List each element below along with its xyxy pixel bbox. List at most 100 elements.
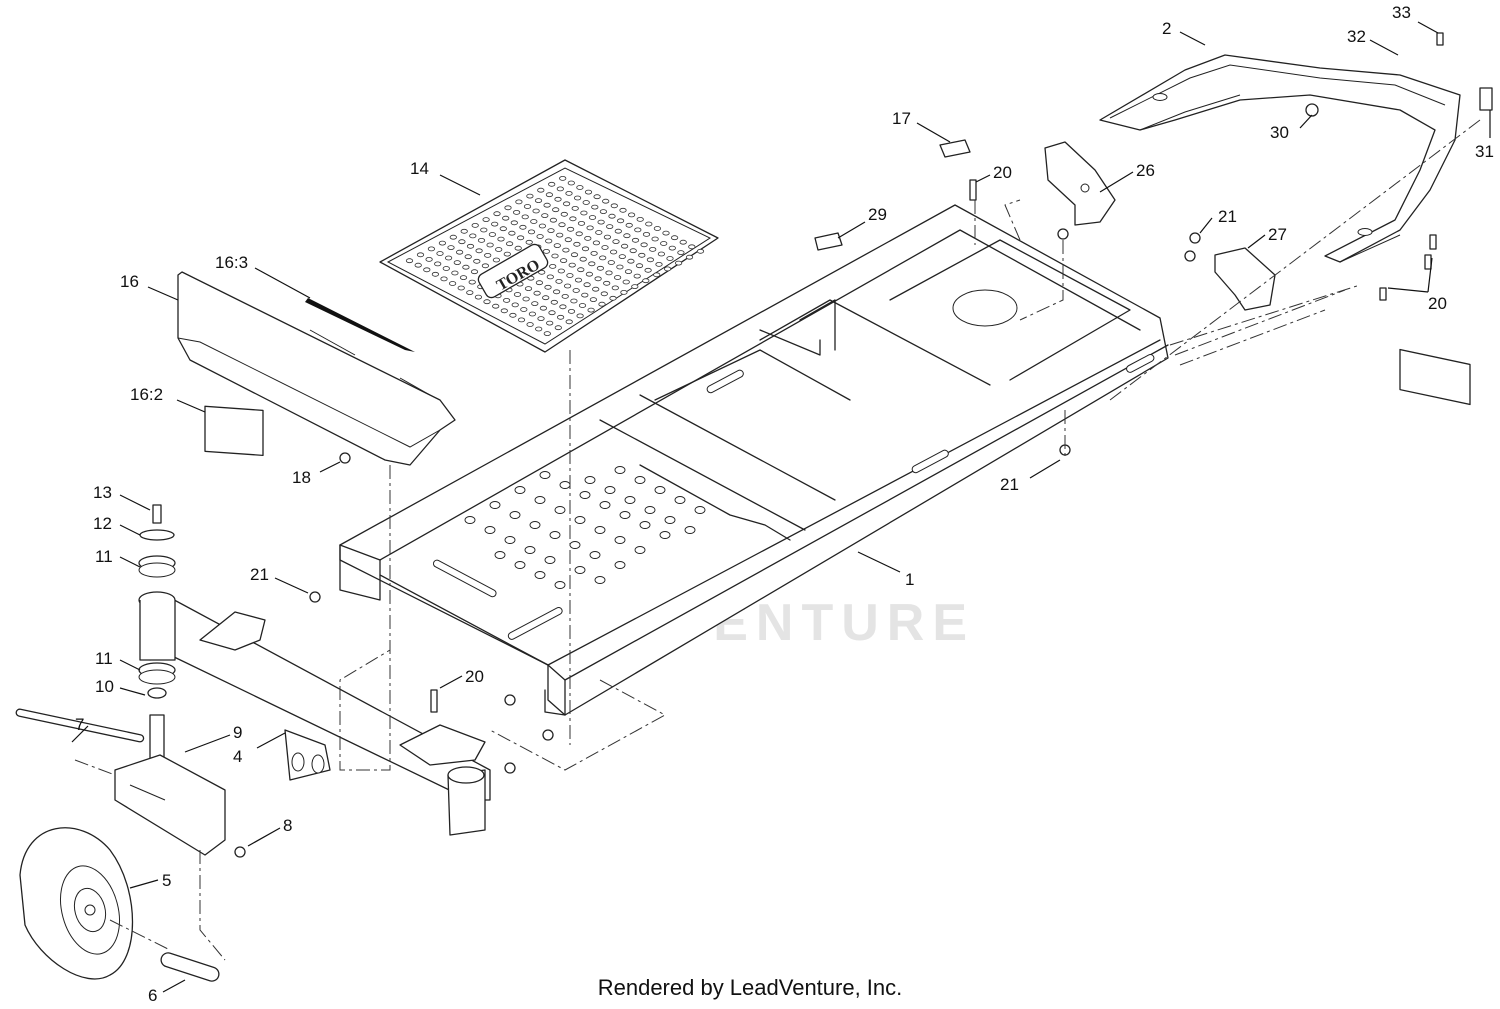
- mat-tread: [505, 241, 514, 247]
- callout-32: 32: [1347, 27, 1366, 46]
- mat-tread: [649, 246, 657, 252]
- mat-tread: [473, 258, 481, 264]
- mat-tread: [552, 289, 561, 295]
- mat-tread: [668, 245, 676, 251]
- mat-tread: [449, 234, 457, 240]
- callout-21-right: 21: [1000, 475, 1019, 494]
- mat-tread: [548, 181, 556, 187]
- callout-16-2: 16:2: [130, 385, 163, 404]
- mat-tread: [491, 221, 499, 227]
- callout-17: 17: [892, 109, 911, 128]
- mat-tread: [620, 243, 629, 249]
- mat-tread: [603, 234, 612, 240]
- mat-tread: [580, 210, 588, 216]
- mat-tread: [515, 199, 523, 205]
- mat-tread: [526, 322, 534, 327]
- mat-tread: [436, 251, 444, 256]
- callout-1: 1: [905, 570, 914, 589]
- mat-tread: [622, 279, 630, 285]
- mat-tread: [558, 222, 566, 228]
- mat-tread: [629, 248, 637, 254]
- mat-tread: [590, 250, 598, 256]
- mat-tread: [599, 255, 607, 261]
- mat-tread: [527, 229, 536, 235]
- mat-tread: [660, 241, 668, 246]
- mat-tread: [666, 256, 674, 261]
- mat-tread: [543, 331, 551, 337]
- mat-tread: [616, 264, 624, 270]
- caster-wheel: [15, 708, 220, 982]
- mat-tread: [524, 286, 533, 292]
- mat-tread: [588, 261, 596, 267]
- mat-tread: [578, 303, 587, 308]
- mat-tread: [557, 268, 565, 274]
- mat-tread: [542, 248, 551, 254]
- mat-tread: [517, 317, 526, 323]
- mat-tread: [625, 222, 633, 228]
- mat-tread: [523, 204, 532, 209]
- mat-tread: [613, 275, 622, 280]
- mat-tread: [634, 227, 642, 233]
- mat-tread: [607, 260, 615, 265]
- mat-tread: [508, 230, 516, 236]
- mat-tread: [593, 194, 601, 200]
- callout-13: 13: [93, 483, 112, 502]
- mat-tread: [551, 253, 559, 259]
- mat-tread: [642, 278, 650, 284]
- mat-tread: [646, 257, 655, 263]
- mat-tread: [511, 302, 519, 308]
- mat-tread: [502, 297, 511, 303]
- mat-tread: [642, 231, 651, 237]
- mat-tread: [582, 200, 590, 205]
- callout-18: 18: [292, 468, 311, 487]
- main-frame: [339, 204, 1169, 716]
- mat-tread: [559, 304, 567, 310]
- mat-tread: [573, 195, 582, 201]
- mat-tread: [594, 276, 602, 282]
- mat-tread: [588, 215, 597, 220]
- mat-tread: [525, 239, 533, 245]
- callout-20-rear: 20: [1428, 294, 1447, 313]
- mat-tread-pattern: [405, 175, 705, 337]
- mat-tread: [624, 269, 633, 275]
- mat-tread: [550, 299, 558, 305]
- mat-tread: [679, 239, 687, 245]
- mat-tread: [554, 325, 562, 331]
- mat-tread: [493, 211, 501, 217]
- mat-tread: [627, 212, 636, 218]
- callout-20-front: 20: [465, 667, 484, 686]
- mat-tread: [431, 271, 439, 277]
- callout-31: 31: [1475, 142, 1494, 161]
- mat-tread: [612, 239, 620, 245]
- mat-tread: [546, 274, 554, 280]
- front-axle: [138, 591, 491, 836]
- mat-tread: [597, 219, 605, 225]
- mat-tread: [633, 273, 641, 279]
- mat-tread: [567, 308, 576, 314]
- mat-tread: [651, 236, 659, 242]
- mat-tread: [609, 295, 617, 301]
- mat-tread: [530, 219, 538, 224]
- mat-tread: [581, 246, 590, 252]
- mat-tread: [499, 226, 507, 232]
- callout-20-top: 20: [993, 163, 1012, 182]
- mat-tread: [537, 187, 545, 193]
- mat-tread: [620, 289, 628, 295]
- mat-tread: [584, 235, 592, 241]
- hardware: [234, 32, 1444, 858]
- mat-tread: [587, 307, 595, 313]
- mat-tread: [457, 285, 465, 291]
- mat-tread: [468, 279, 476, 285]
- mat-tread: [618, 254, 626, 260]
- callout-11-bottom: 11: [95, 649, 113, 668]
- mat-tread: [674, 260, 683, 266]
- mat-tread: [565, 190, 573, 196]
- mat-tread: [502, 215, 510, 221]
- bracket-27: [1184, 232, 1276, 311]
- mat-tread: [458, 239, 466, 245]
- mat-tread: [438, 240, 446, 246]
- mat-tread: [569, 216, 577, 222]
- mat-tread: [535, 326, 543, 332]
- callout-26: 26: [1136, 161, 1155, 180]
- mat-tread: [559, 175, 567, 181]
